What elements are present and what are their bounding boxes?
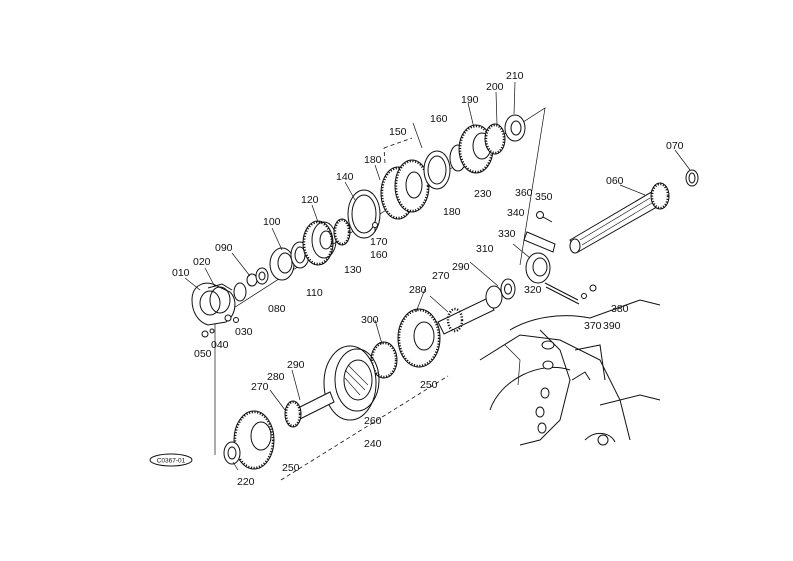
callout-250-a: 250 <box>282 462 300 474</box>
callout-010: 010 <box>172 267 190 279</box>
callout-180-b: 180 <box>443 206 461 218</box>
callout-210: 210 <box>506 70 524 82</box>
countershaft-upper <box>370 278 516 379</box>
main-shaft-060 <box>523 169 699 305</box>
callout-100: 100 <box>263 216 281 228</box>
callout-300: 300 <box>361 314 379 326</box>
callout-340: 340 <box>507 207 525 219</box>
callout-040: 040 <box>211 339 229 351</box>
callout-370: 370 <box>584 320 602 332</box>
callout-270-b: 270 <box>251 381 269 393</box>
callout-180-a: 180 <box>364 154 382 166</box>
transmission-housing <box>479 299 661 446</box>
leader-lines <box>184 81 691 471</box>
callout-390: 390 <box>603 320 621 332</box>
callout-320: 320 <box>524 284 542 296</box>
callout-150: 150 <box>389 126 407 138</box>
callout-050: 050 <box>194 348 212 360</box>
callout-170: 170 <box>370 236 388 248</box>
callout-220: 220 <box>237 476 255 488</box>
diagram-code: C0367-01 <box>157 458 186 465</box>
callout-080: 080 <box>268 303 286 315</box>
callout-070: 070 <box>666 140 684 152</box>
callout-060: 060 <box>606 175 624 187</box>
callout-090: 090 <box>215 242 233 254</box>
callout-020: 020 <box>193 256 211 268</box>
callout-310: 310 <box>476 243 494 255</box>
callout-280-b: 280 <box>267 371 285 383</box>
callout-280-a: 280 <box>409 284 427 296</box>
callout-350: 350 <box>535 191 553 203</box>
callout-270-a: 270 <box>432 270 450 282</box>
callout-230: 230 <box>474 188 492 200</box>
callout-030: 030 <box>235 326 253 338</box>
cover-part <box>191 282 236 326</box>
upper-shaft-assembly <box>191 114 526 338</box>
callout-240: 240 <box>364 438 382 450</box>
callout-140: 140 <box>336 171 354 183</box>
callout-380: 380 <box>611 303 629 315</box>
callout-200: 200 <box>486 81 504 93</box>
callout-290-b: 290 <box>287 359 305 371</box>
callout-110: 110 <box>306 287 323 299</box>
callout-250-b: 250 <box>420 379 438 391</box>
callout-290-a: 290 <box>452 261 470 273</box>
callout-labels: 010 020 030 040 050 060 070 080 090 100 … <box>172 70 684 488</box>
callout-120: 120 <box>301 194 319 206</box>
callout-360: 360 <box>515 187 533 199</box>
callout-160-a: 160 <box>430 113 448 125</box>
callout-260: 260 <box>364 415 382 427</box>
callout-160-b: 160 <box>370 249 388 261</box>
callout-130: 130 <box>344 264 362 276</box>
diagram-code-badge: C0367-01 <box>149 453 193 467</box>
callout-190: 190 <box>461 94 479 106</box>
countershaft-lower <box>223 345 380 470</box>
callout-330: 330 <box>498 228 516 240</box>
